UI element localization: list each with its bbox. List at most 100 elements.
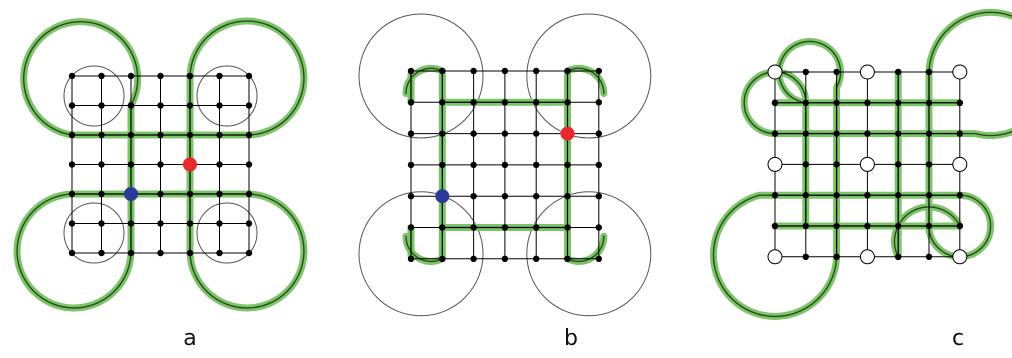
blue-marker [435, 189, 450, 204]
hollow-node [767, 64, 783, 80]
grid-node [407, 67, 415, 75]
grid-node [157, 220, 164, 227]
knot-path-c [712, 11, 1012, 318]
grid-node [956, 130, 963, 137]
knot-path-a [16, 20, 305, 309]
grid-node [68, 249, 76, 257]
grid-node [407, 255, 415, 262]
grid-node [501, 161, 509, 169]
grid-node [533, 161, 540, 169]
grid-node [895, 161, 902, 168]
grid-node [98, 190, 105, 198]
grid-node [595, 161, 602, 169]
grid-node [470, 99, 477, 106]
hollow-node [767, 156, 783, 172]
hollow-node [952, 249, 968, 265]
grid-node [925, 253, 933, 260]
grid-node [564, 193, 571, 200]
grid-node [68, 72, 76, 80]
grid-node [771, 99, 779, 107]
grid-node [533, 255, 540, 262]
grid-node [501, 193, 509, 200]
grid-node [127, 161, 135, 168]
grid-node [864, 130, 871, 137]
grid-node [564, 161, 571, 169]
grid-node [245, 161, 253, 168]
hollow-node [859, 156, 875, 172]
grid-node [470, 161, 477, 169]
grid-node [439, 224, 446, 231]
grid-node [98, 102, 105, 109]
grid-node [925, 68, 933, 76]
grid-node [98, 220, 105, 227]
grid-node [895, 68, 902, 76]
grid-node [186, 72, 194, 80]
grid-node [127, 220, 135, 227]
grid-node [802, 253, 809, 260]
grid-node [245, 102, 253, 109]
grid-node [216, 249, 223, 257]
grid-node [186, 249, 194, 257]
grid-node [925, 222, 933, 230]
thin-loop [196, 65, 258, 127]
grid-node [186, 131, 194, 139]
thin-loop [358, 191, 484, 317]
grid-node [157, 72, 164, 80]
panel-b [358, 13, 652, 317]
grid-node [245, 220, 253, 227]
grid-node [925, 161, 933, 168]
grid-node [501, 67, 509, 75]
grid-node [564, 255, 571, 262]
grid-node [127, 131, 135, 139]
grid-node [564, 67, 571, 75]
grid-node [501, 255, 509, 262]
grid-node [98, 249, 105, 257]
grid-node [216, 102, 223, 109]
grid-node [802, 130, 809, 137]
grid-node [802, 192, 809, 199]
grid-node [439, 161, 446, 169]
grid-node [833, 192, 840, 199]
grid-node [771, 222, 779, 230]
grid-node [864, 192, 871, 199]
grid-node [68, 131, 76, 139]
hollow-node [952, 64, 968, 80]
grid-node [68, 161, 76, 168]
panel-label-c: c [951, 326, 965, 351]
grid-node [186, 102, 194, 109]
grid-node [245, 249, 253, 257]
thin-loops-a [63, 65, 258, 264]
grid-node [564, 99, 571, 106]
red-marker [183, 157, 197, 172]
grid-node [127, 72, 135, 80]
grid-node [68, 102, 76, 109]
grid-node [802, 222, 809, 230]
nodes-c [767, 64, 968, 265]
thin-loop [63, 65, 125, 127]
grid-node [533, 67, 540, 75]
grid-node [245, 131, 253, 139]
grid-node [895, 130, 902, 137]
grid-node [802, 99, 809, 107]
grid-node [595, 193, 602, 200]
grid-node [802, 68, 809, 76]
grid-node [470, 130, 477, 137]
grid-node [407, 130, 415, 137]
grid-node [595, 255, 602, 262]
grid-node [439, 67, 446, 75]
nodes-b [407, 67, 602, 262]
grid-node [127, 249, 135, 257]
grid-node [470, 224, 477, 231]
grid-node [439, 130, 446, 137]
grid-node [68, 220, 76, 227]
grid-node [533, 99, 540, 106]
hollow-node [767, 249, 783, 265]
hollow-node [859, 64, 875, 80]
grid-node [895, 253, 902, 260]
panel-label-a: a [183, 326, 197, 351]
grid-node [157, 190, 164, 198]
grid-node [216, 190, 223, 198]
blue-marker [124, 187, 138, 201]
grid-node [956, 222, 963, 230]
